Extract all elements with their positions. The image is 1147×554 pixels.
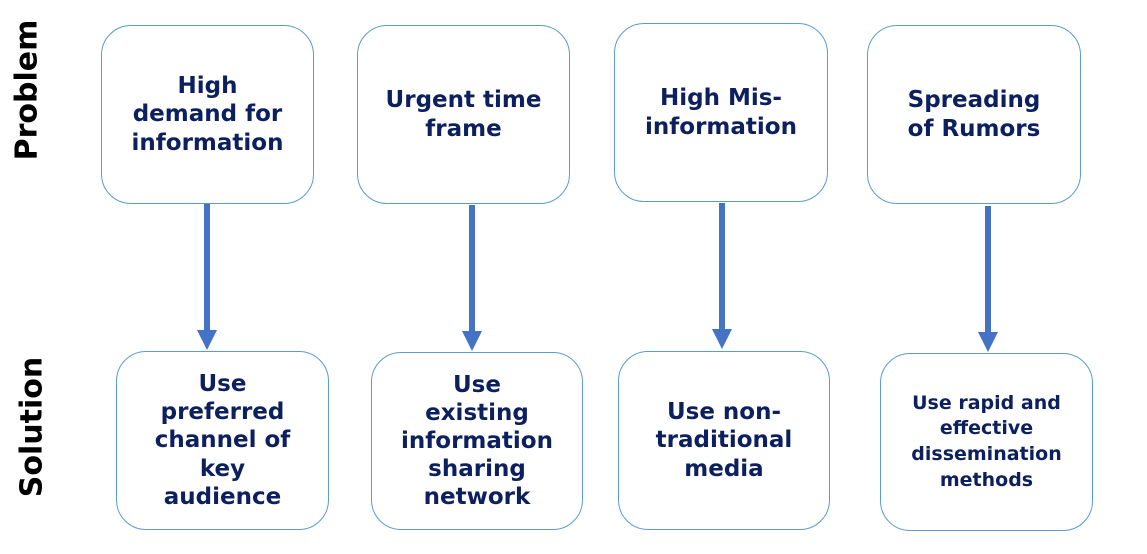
problem-box-2: Urgent time frame — [357, 25, 570, 204]
problem-text-2: Urgent time frame — [385, 87, 542, 142]
problem-text-3: High Mis- information — [645, 85, 797, 140]
problem-text-1: High demand for information — [131, 73, 284, 156]
problem-box-3: High Mis- information — [614, 23, 828, 202]
solution-box-3: Use non- traditional media — [618, 351, 830, 530]
solution-box-2: Use existing information sharing network — [371, 352, 583, 530]
solution-text-2: Use existing information sharing network — [401, 371, 553, 511]
arrow-4 — [978, 206, 998, 352]
problem-box-4: Spreading of Rumors — [867, 25, 1081, 204]
problem-text-4: Spreading of Rumors — [907, 87, 1041, 142]
arrow-2 — [462, 205, 482, 351]
solution-box-4: Use rapid and effective dissemination me… — [880, 353, 1093, 531]
solution-text-1: Use preferred channel of key audience — [154, 371, 291, 510]
solution-text-3: Use non- traditional media — [655, 399, 793, 482]
solution-box-1: Use preferred channel of key audience — [116, 351, 329, 530]
problem-box-1: High demand for information — [101, 25, 314, 204]
arrow-1 — [197, 204, 217, 350]
solution-text-4: Use rapid and effective dissemination me… — [911, 391, 1062, 491]
arrow-3 — [712, 203, 732, 349]
